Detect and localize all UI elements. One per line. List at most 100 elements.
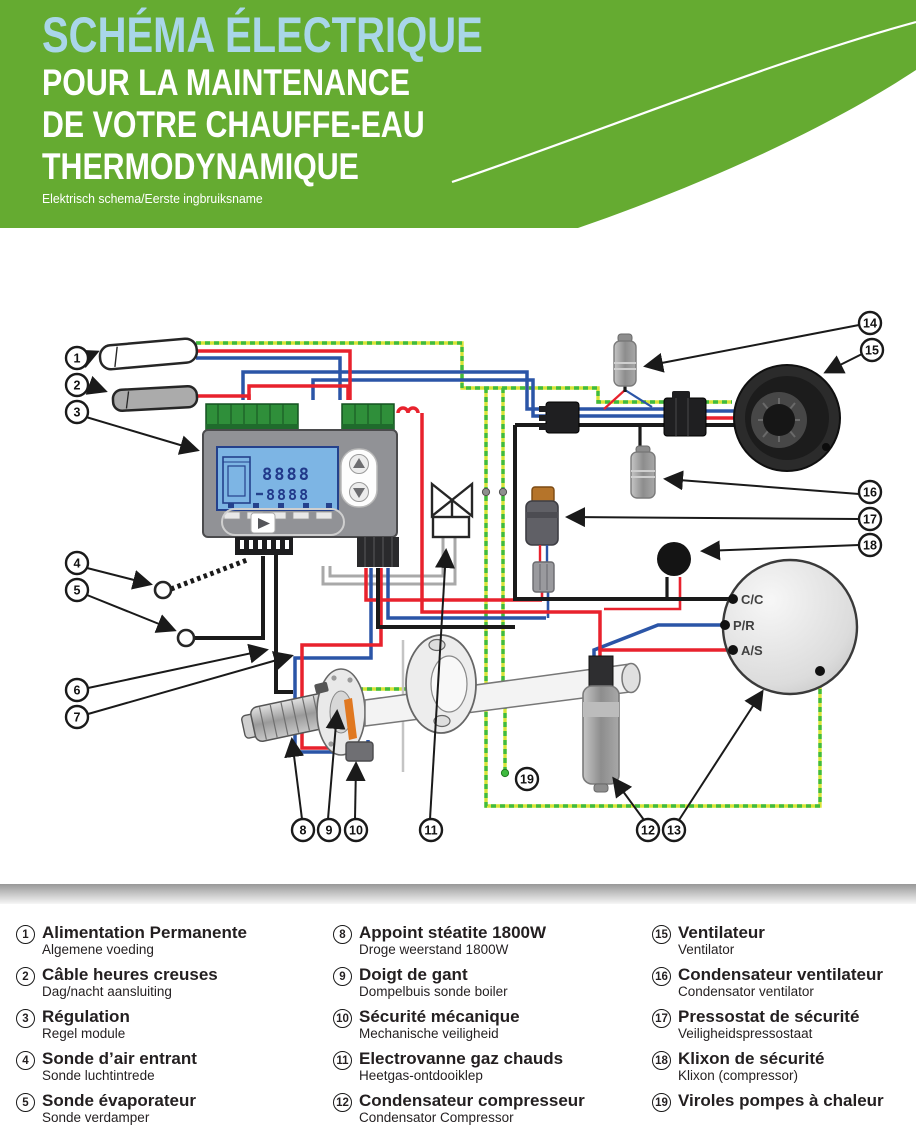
lcd-value-bottom: 8888 xyxy=(266,486,310,504)
callout-15: 15 xyxy=(859,337,885,363)
legend-fr-11: Electrovanne gaz chauds xyxy=(359,1049,564,1068)
capacitor-16 xyxy=(630,445,656,499)
legend-item-12: 12 Condensateur compresseur Condensator … xyxy=(333,1092,652,1125)
legend-fr-5: Sonde évaporateur xyxy=(42,1091,196,1110)
legend-item-17: 17 Pressostat de sécurité Veiligheidspre… xyxy=(652,1008,916,1041)
legend-num-5: 5 xyxy=(16,1093,35,1112)
header-curve-graphic xyxy=(451,20,916,228)
legend-fr-10: Sécurité mécanique xyxy=(359,1007,520,1026)
mechanical-safety-link xyxy=(344,698,357,740)
module-buttons xyxy=(221,508,345,536)
heating-element-assembly xyxy=(241,634,641,762)
legend-nl-17: Veiligheidspressostaat xyxy=(678,1026,813,1041)
legend-item-15: 15 Ventilateur Ventilator xyxy=(652,924,916,957)
callout-4: 4 xyxy=(64,550,90,576)
legend-nl-2: Dag/nacht aansluiting xyxy=(42,984,172,999)
cable-offpeak xyxy=(111,385,199,412)
regulator-module: 8888 8888 xyxy=(202,403,399,567)
legend-num-15: 15 xyxy=(652,925,671,944)
page-subtitle-line1: POUR LA MAINTENANCE xyxy=(42,62,411,103)
svg-text:12: 12 xyxy=(641,824,655,838)
callout-9: 9 xyxy=(316,817,342,843)
svg-text:18: 18 xyxy=(863,539,877,553)
red-wires xyxy=(196,349,737,750)
callout-14: 14 xyxy=(857,310,883,336)
legend-fr-16: Condensateur ventilateur xyxy=(678,965,883,984)
callout-18: 18 xyxy=(857,532,883,558)
cable-permanent-supply xyxy=(98,337,199,371)
legend-nl-5: Sonde verdamper xyxy=(42,1110,150,1125)
module-bottom-connector xyxy=(357,537,399,567)
klixon-safety xyxy=(657,542,691,576)
legend-item-16: 16 Condensateur ventilateur Condensator … xyxy=(652,966,916,999)
callout-16: 16 xyxy=(857,479,883,505)
legend-num-8: 8 xyxy=(333,925,352,944)
legend-nl-1: Algemene voeding xyxy=(42,942,154,957)
capacitor-14 xyxy=(613,333,637,387)
callout-7: 7 xyxy=(64,704,90,730)
legend-fr-3: Régulation xyxy=(42,1007,130,1026)
earth-wires xyxy=(196,341,822,808)
page-tagline: Elektrisch schema/Eerste ingbruiksname xyxy=(42,191,263,206)
svg-text:15: 15 xyxy=(865,344,879,358)
legend-item-8: 8 Appoint stéatite 1800W Droge weerstand… xyxy=(333,924,652,957)
module-lcd: 8888 8888 xyxy=(216,446,339,511)
hot-gas-solenoid-valve xyxy=(430,481,474,539)
compressor-terminal-cc: C/C xyxy=(741,592,764,607)
legend-num-19: 19 xyxy=(652,1093,671,1112)
wiring-connectors xyxy=(539,391,707,437)
legend-nl-16: Condensator ventilator xyxy=(678,984,814,999)
svg-text:4: 4 xyxy=(74,557,81,571)
page-title: SCHÉMA ÉLECTRIQUE xyxy=(42,7,483,63)
wiring-diagram: 8888 8888 xyxy=(0,310,916,904)
page-subtitle-line3: THERMODYNAMIQUE xyxy=(42,146,359,187)
legend-nl-15: Ventilator xyxy=(678,942,735,957)
callout-1: 1 xyxy=(64,345,90,371)
svg-text:3: 3 xyxy=(74,406,81,420)
legend-num-11: 11 xyxy=(333,1051,352,1070)
legend-fr-2: Câble heures creuses xyxy=(42,965,218,984)
legend-item-2: 2 Câble heures creuses Dag/nacht aanslui… xyxy=(16,966,333,999)
callout-13: 13 xyxy=(661,817,687,843)
legend-fr-19: Viroles pompes à chaleur xyxy=(678,1091,884,1110)
callout-2: 2 xyxy=(64,372,90,398)
svg-text:5: 5 xyxy=(74,584,81,598)
svg-text:8: 8 xyxy=(300,824,307,838)
legend-item-10: 10 Sécurité mécanique Mechanische veilig… xyxy=(333,1008,652,1041)
callout-6: 6 xyxy=(64,677,90,703)
legend-fr-4: Sonde d’air entrant xyxy=(42,1049,197,1068)
legend-num-17: 17 xyxy=(652,1009,671,1028)
page-subtitle-line2: DE VOTRE CHAUFFE-EAU xyxy=(42,104,425,145)
callout-12: 12 xyxy=(635,817,661,843)
legend-nl-8: Droge weerstand 1800W xyxy=(359,942,509,957)
legend-num-10: 10 xyxy=(333,1009,352,1028)
legend-num-3: 3 xyxy=(16,1009,35,1028)
legend-fr-8: Appoint stéatite 1800W xyxy=(359,923,547,942)
legend-num-4: 4 xyxy=(16,1051,35,1070)
legend-item-9: 9 Doigt de gant Dompelbuis sonde boiler xyxy=(333,966,652,999)
module-updown-buttons xyxy=(340,448,378,508)
callout-5: 5 xyxy=(64,577,90,603)
air-inlet-sensor xyxy=(153,580,173,600)
svg-text:19: 19 xyxy=(520,773,534,787)
legend-num-9: 9 xyxy=(333,967,352,986)
callout-17: 17 xyxy=(857,506,883,532)
legend-fr-12: Condensateur compresseur xyxy=(359,1091,585,1110)
svg-text:16: 16 xyxy=(863,486,877,500)
legend-num-18: 18 xyxy=(652,1051,671,1070)
legend-num-12: 12 xyxy=(333,1093,352,1112)
legend-fr-1: Alimentation Permanente xyxy=(42,923,247,942)
callout-11: 11 xyxy=(418,817,444,843)
legend-nl-9: Dompelbuis sonde boiler xyxy=(359,984,508,999)
legend-item-11: 11 Electrovanne gaz chauds Heetgas-ontdo… xyxy=(333,1050,652,1083)
legend-item-5: 5 Sonde évaporateur Sonde verdamper xyxy=(16,1092,333,1125)
page-header: SCHÉMA ÉLECTRIQUE POUR LA MAINTENANCE DE… xyxy=(0,0,916,228)
svg-text:2: 2 xyxy=(74,379,81,393)
svg-text:7: 7 xyxy=(74,711,81,725)
svg-text:10: 10 xyxy=(349,824,363,838)
safety-pressure-switch xyxy=(525,486,559,593)
legend-num-16: 16 xyxy=(652,967,671,986)
svg-text:13: 13 xyxy=(667,824,681,838)
callout-19: 19 xyxy=(514,766,540,792)
